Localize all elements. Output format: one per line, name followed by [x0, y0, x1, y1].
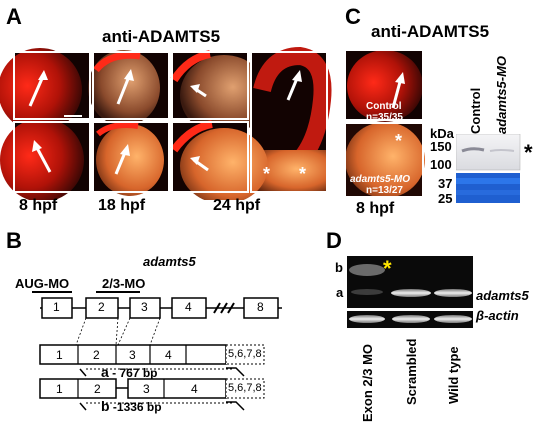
t2-exon-1: 1	[56, 382, 63, 396]
stage-label-8hpf: 8 hpf	[19, 197, 58, 214]
t1-exon-4: 4	[165, 348, 172, 362]
tile-24hpf-top-left	[170, 50, 268, 135]
t2-exon-4: 4	[191, 382, 198, 396]
blot-band-asterisk: *	[524, 140, 533, 165]
tile-18hpf-top	[88, 50, 169, 126]
t2-exon-2: 2	[94, 382, 101, 396]
panel-b-letter: B	[6, 228, 22, 253]
kda-label: kDa	[430, 126, 454, 141]
gel-image	[347, 256, 473, 328]
gene-name: adamts5	[143, 254, 196, 269]
mo-count: n=13/27	[366, 185, 403, 196]
stage-label-18hpf: 18 hpf	[98, 197, 146, 214]
asterisk-24hpf-right: *	[299, 164, 307, 184]
product-b-size: -1336 bp	[109, 400, 162, 414]
lane-label-wild-type: Wild type	[446, 346, 461, 404]
mw-marker-100: 100	[430, 157, 452, 172]
western-blot	[456, 134, 521, 203]
panel-a-title: anti-ADAMTS5	[102, 27, 221, 46]
product-b: b -1336 bp	[101, 398, 162, 414]
lane-label-exon23-mo: Exon 2/3 MO	[360, 343, 375, 422]
mw-marker-150: 150	[430, 139, 452, 154]
product-a-letter: a	[101, 364, 109, 380]
tile-24hpf-bottom-left	[170, 120, 268, 200]
gel-band-a-label: a	[336, 285, 344, 300]
t1-exon-1: 1	[56, 348, 63, 362]
panel-c-stage-label: 8 hpf	[356, 200, 395, 217]
exon-2: 2	[98, 300, 105, 314]
mo-asterisk: *	[395, 131, 403, 151]
asterisk-24hpf-left: *	[263, 164, 271, 184]
mw-marker-37: 37	[438, 176, 453, 191]
exon-1: 1	[53, 300, 60, 314]
mw-marker-25: 25	[438, 191, 453, 206]
gene-structure-diagram	[32, 291, 282, 411]
mo-label: adamts5-MO	[350, 174, 411, 185]
lane-label-control: Control	[468, 87, 483, 134]
t1-exon-2: 2	[93, 348, 100, 362]
aug-mo-label: AUG-MO	[15, 276, 70, 291]
panel-c-embryo-images	[345, 50, 425, 198]
panel-a-image-grid	[0, 46, 332, 200]
gene-label-adamts5: adamts5	[476, 288, 529, 303]
exon-4: 4	[185, 300, 192, 314]
lane-label-adamts5-mo: adamts5-MO	[494, 55, 509, 134]
tile-8hpf-top	[0, 48, 90, 132]
panel-c-title: anti-ADAMTS5	[371, 22, 490, 41]
gel-asterisk: *	[383, 256, 392, 281]
control-count: n=35/35	[366, 112, 403, 123]
t1-exon-3: 3	[129, 348, 136, 362]
product-b-letter: b	[101, 398, 110, 414]
t1-exon-rest: 5,6,7,8	[228, 348, 262, 360]
gel-band-b-label: b	[335, 260, 343, 275]
exon-8: 8	[257, 300, 264, 314]
control-label: Control	[366, 101, 402, 112]
t2-exon-rest: 5,6,7,8	[228, 382, 262, 394]
panel-a-letter: A	[6, 4, 22, 29]
panel-d-letter: D	[326, 228, 342, 253]
gene-label-beta-actin: β-actin	[476, 308, 519, 323]
t2-exon-3: 3	[143, 382, 150, 396]
tile-8hpf-bottom	[0, 118, 90, 200]
exon-3: 3	[141, 300, 148, 314]
panel-c-letter: C	[345, 4, 361, 29]
product-a: a - 767 bp	[101, 364, 157, 380]
tile-18hpf-bottom	[93, 122, 169, 196]
product-a-size: - 767 bp	[108, 366, 158, 380]
lane-label-scrambled: Scrambled	[404, 338, 419, 405]
mo-23-label: 2/3-MO	[102, 276, 146, 291]
stage-label-24hpf: 24 hpf	[213, 197, 261, 214]
